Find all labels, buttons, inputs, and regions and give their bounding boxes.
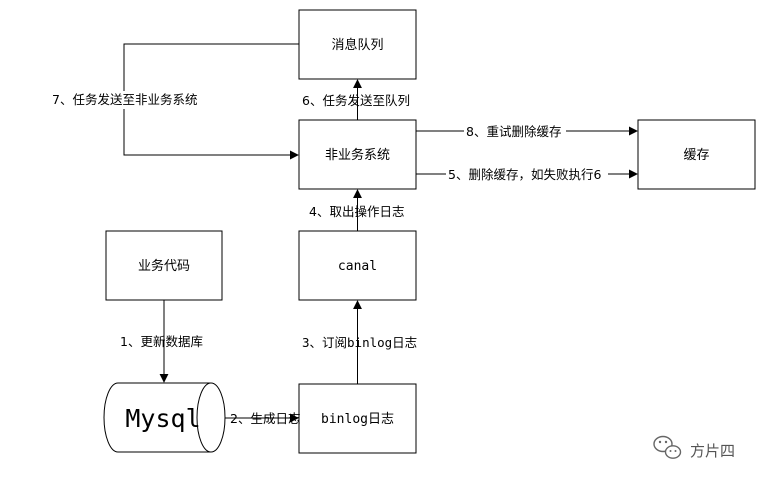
binlog-box	[298, 383, 417, 454]
non-business-system-box	[298, 119, 417, 190]
edge-label-step2: 2、生成日志	[230, 411, 300, 426]
edge-label-step5-bg	[446, 167, 608, 182]
cache-box	[637, 119, 756, 190]
queue-box	[298, 9, 417, 80]
business-code-label: 业务代码	[138, 258, 190, 274]
cache-label: 缓存	[683, 148, 709, 163]
wechat-icon	[653, 435, 682, 459]
mysql-label: Mysql	[125, 404, 200, 433]
canal-box	[298, 230, 417, 301]
edge-label-step6: 6、任务发送至队列	[302, 93, 410, 108]
edge-label-step8: 8、重试删除缓存	[466, 124, 561, 139]
edge-label-step8-bg	[464, 124, 566, 139]
edge-label-step4: 4、取出操作日志	[309, 204, 404, 219]
non-business-system-label: 非业务系统	[325, 147, 390, 163]
watermark-text: 方片四	[690, 442, 735, 460]
canal-label: canal	[338, 259, 377, 274]
queue-label: 消息队列	[331, 37, 383, 53]
edge-label-step3: 3、订阅binlog日志	[302, 335, 417, 350]
edge-label-step1: 1、更新数据库	[120, 334, 203, 349]
edge-label-step7: 7、任务发送至非业务系统	[52, 92, 197, 107]
mysql-cylinder-rim	[196, 382, 212, 453]
edge-label-step5: 5、删除缓存，如失败执行6	[448, 167, 601, 182]
binlog-label: binlog日志	[321, 412, 394, 427]
edge-label-step7-bg	[50, 91, 202, 109]
business-code-box	[105, 230, 223, 301]
